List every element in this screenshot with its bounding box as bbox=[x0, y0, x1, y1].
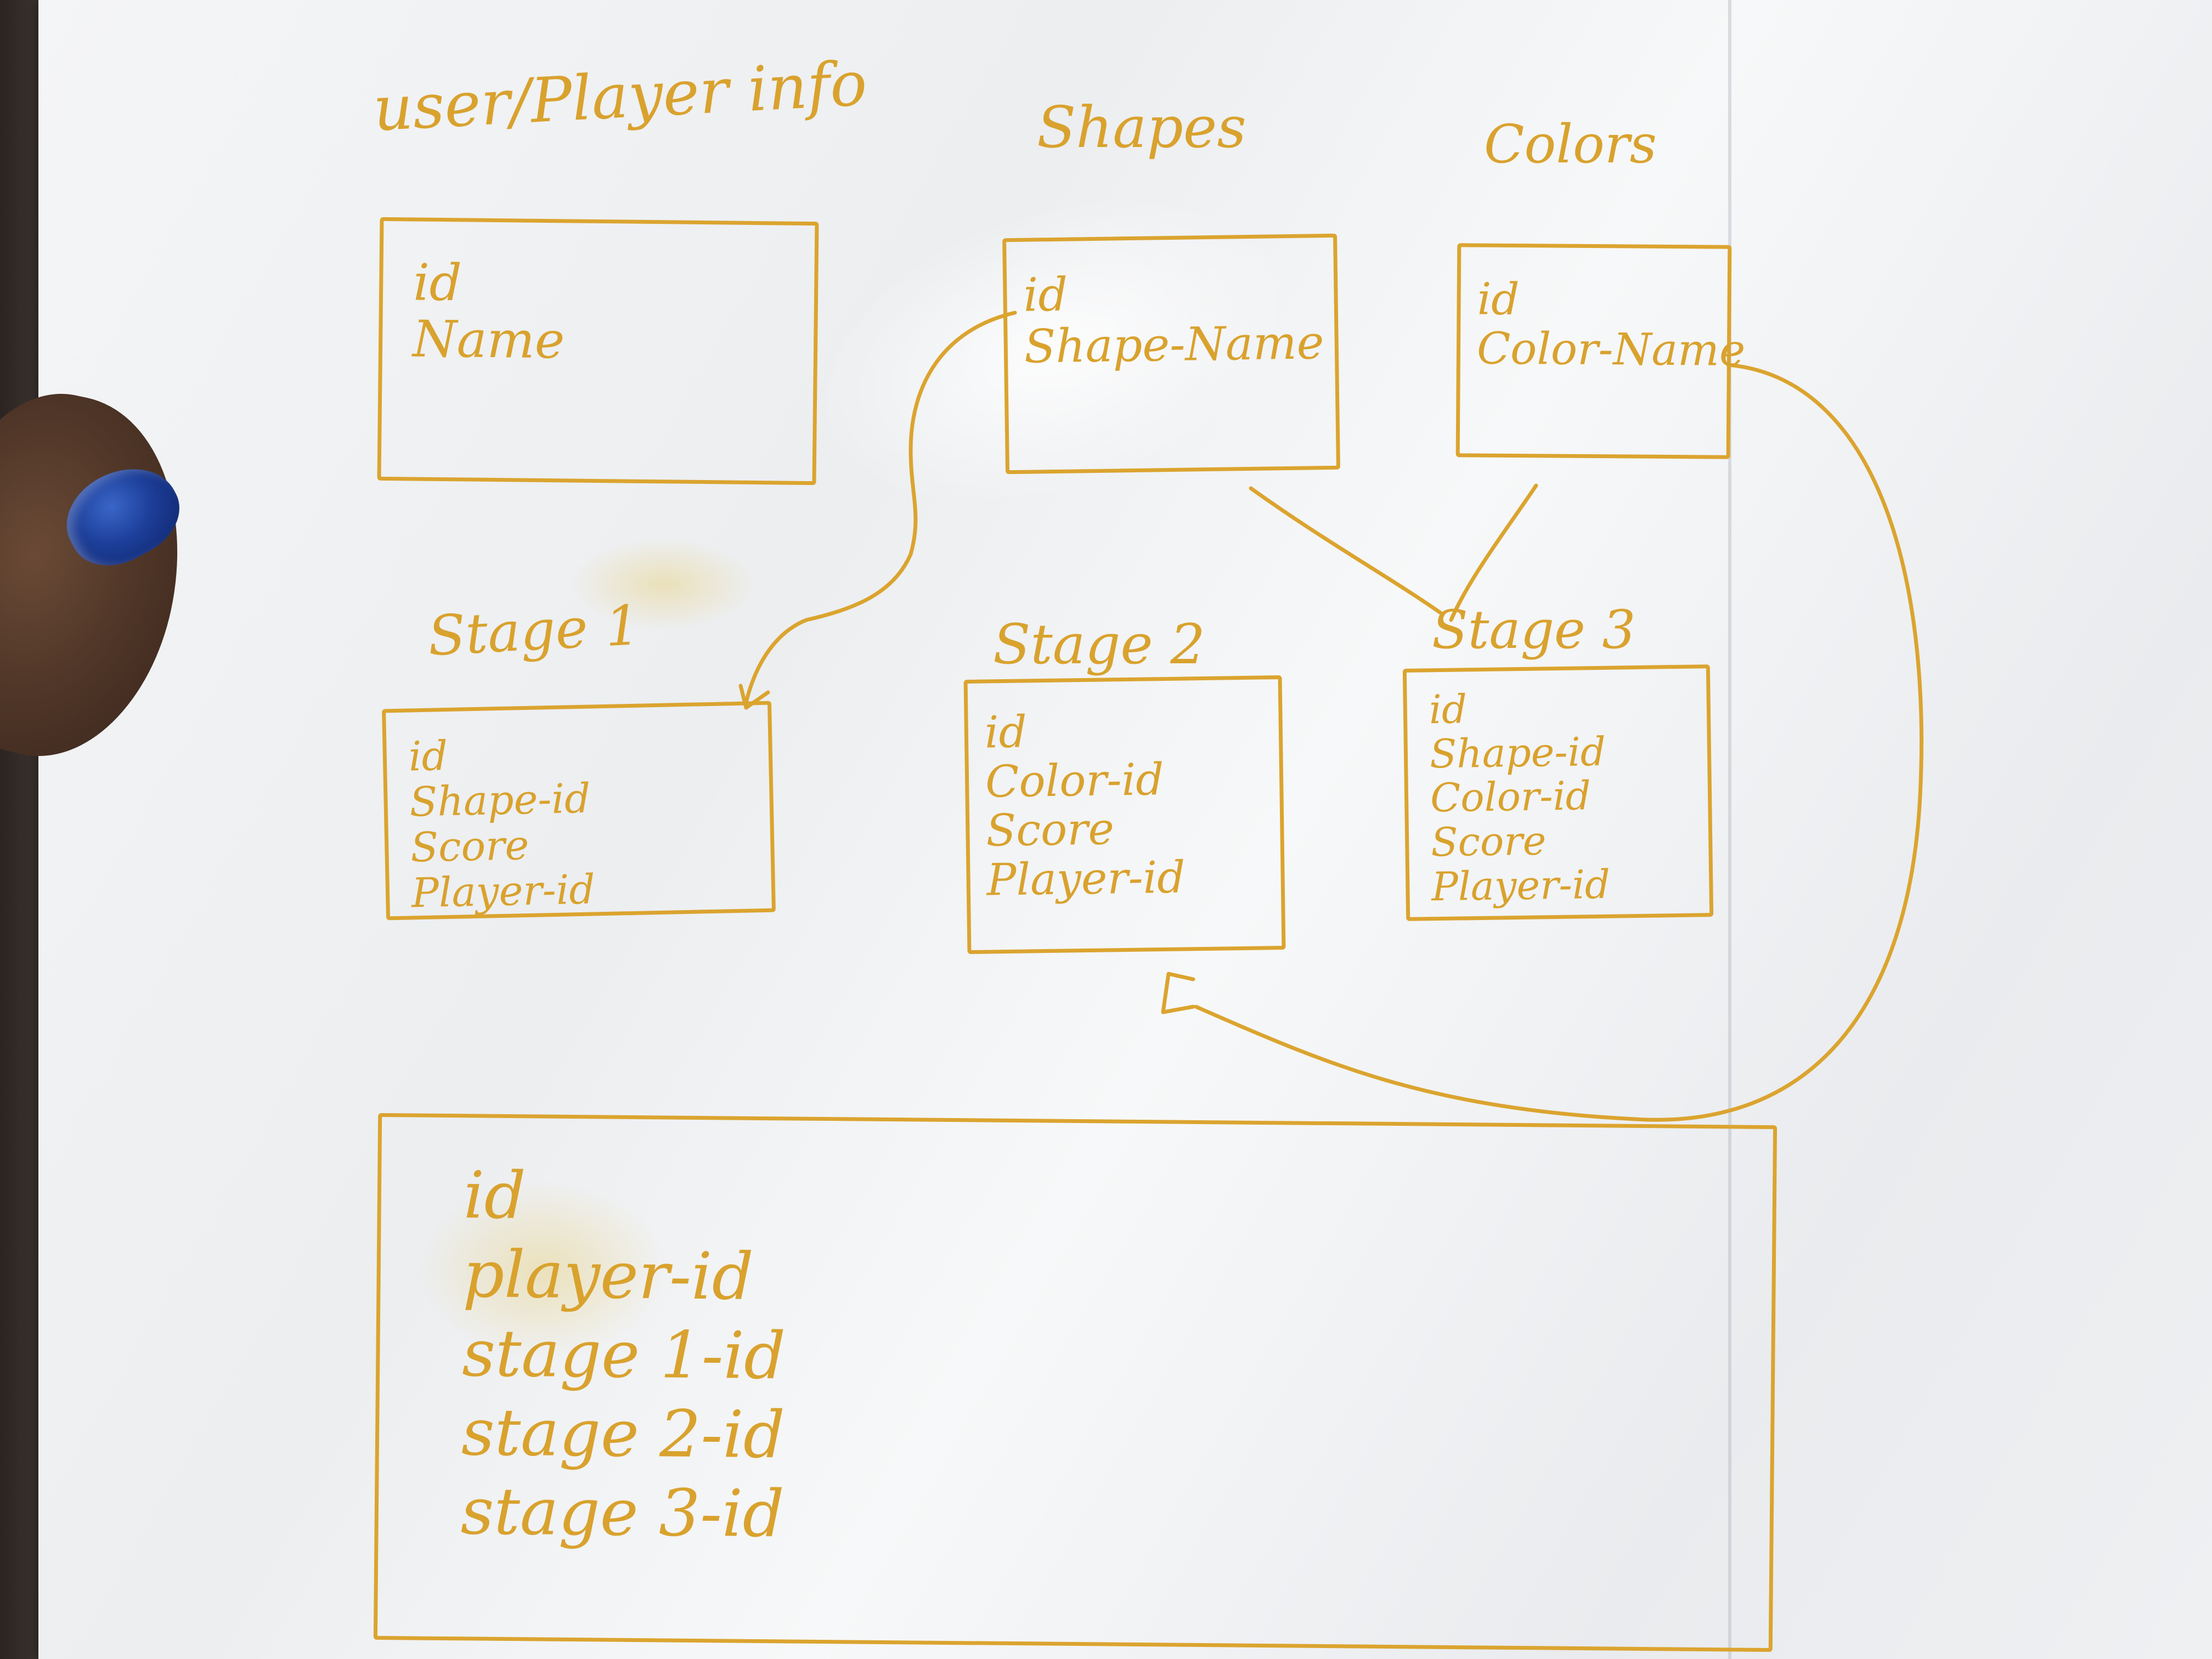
stage3-field-color-id: Color-id bbox=[1430, 772, 1592, 821]
colors-field-name: Color-Name bbox=[1476, 323, 1746, 376]
stage1-field-score: Score bbox=[410, 821, 530, 872]
stage3-table: id Shape-id Color-id Score Player-id bbox=[1402, 664, 1714, 921]
stage1-title: Stage 1 bbox=[426, 592, 642, 669]
stage1-table: id Shape-id Score Player-id bbox=[382, 701, 776, 921]
stage3-title: Stage 3 bbox=[1432, 599, 1636, 661]
summary-field-stage3-id: stage 3-id bbox=[460, 1473, 785, 1552]
stage2-title: Stage 2 bbox=[993, 612, 1205, 676]
stage3-field-id: id bbox=[1429, 686, 1468, 733]
stage1-field-player-id: Player-id bbox=[411, 866, 596, 917]
stage2-field-id: id bbox=[984, 706, 1028, 758]
stage3-field-score: Score bbox=[1430, 817, 1547, 866]
user-player-info-table: id Name bbox=[377, 217, 819, 486]
stage2-arrowhead bbox=[1161, 972, 1195, 1014]
stage2-field-color-id: Color-id bbox=[985, 753, 1164, 808]
shapes-table: id Shape-Name bbox=[1002, 233, 1340, 475]
colors-to-stage2-loop bbox=[1194, 363, 1923, 1122]
ink-stain bbox=[571, 538, 757, 631]
user-field-id: id bbox=[413, 253, 462, 313]
shapes-title: Shapes bbox=[1037, 94, 1246, 161]
whiteboard-sheet bbox=[38, 0, 2212, 1659]
stage3-field-player-id: Player-id bbox=[1431, 861, 1611, 910]
summary-table: id player-id stage 1-id stage 2-id stage… bbox=[373, 1113, 1778, 1652]
colors-title: Colors bbox=[1484, 114, 1657, 175]
summary-field-stage1-id: stage 1-id bbox=[461, 1315, 786, 1394]
stage1-field-id: id bbox=[408, 732, 448, 781]
summary-field-id: id bbox=[463, 1157, 526, 1234]
colors-to-stage3-line bbox=[1449, 483, 1538, 622]
shapes-field-name: Shape-Name bbox=[1024, 315, 1324, 374]
summary-field-stage2-id: stage 2-id bbox=[461, 1394, 786, 1473]
stage1-field-shape-id: Shape-id bbox=[409, 775, 591, 826]
stage2-field-score: Score bbox=[985, 803, 1115, 856]
colors-field-id: id bbox=[1477, 273, 1520, 325]
stage1-arrowhead bbox=[738, 684, 770, 710]
shapes-to-stage1-line bbox=[744, 311, 1017, 704]
summary-field-player-id: player-id bbox=[462, 1236, 754, 1314]
shapes-to-stage3-line bbox=[1249, 486, 1445, 617]
stage2-table: id Color-id Score Player-id bbox=[963, 675, 1286, 955]
colors-table: id Color-Name bbox=[1455, 243, 1746, 459]
shapes-field-id: id bbox=[1023, 267, 1068, 322]
stage2-field-player-id: Player-id bbox=[986, 851, 1186, 906]
user-field-name: Name bbox=[412, 309, 565, 370]
stage3-field-shape-id: Shape-id bbox=[1429, 728, 1606, 777]
ink-stain bbox=[417, 1180, 669, 1361]
sheet-edge bbox=[1728, 0, 1731, 1659]
